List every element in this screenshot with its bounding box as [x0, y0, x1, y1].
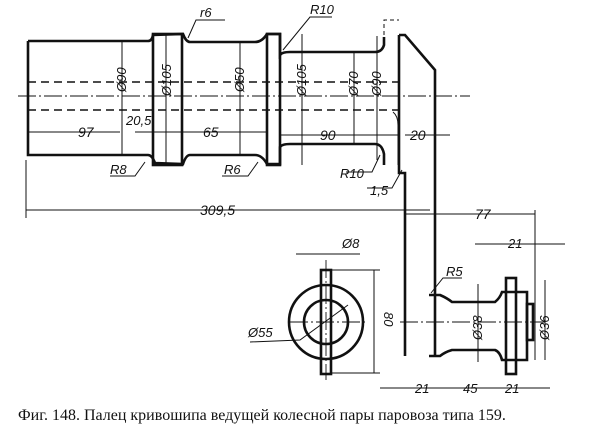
label-80: 80: [381, 312, 396, 327]
right-collar: [265, 32, 282, 167]
side-view: Ø8 Ø55 80: [247, 236, 396, 380]
leader-r8: [110, 161, 146, 177]
label-r5: R5: [446, 264, 463, 279]
label-d36: Ø36: [537, 315, 552, 341]
label-r10-bottom: R10: [340, 166, 365, 181]
leader-r10-top: [282, 16, 332, 51]
label-d38: Ø38: [470, 315, 485, 341]
label-20-5: 20,5: [125, 113, 152, 128]
figure-caption: Фиг. 148. Палец кривошипа ведущей колесн…: [18, 407, 506, 424]
shaft-outline: [26, 32, 386, 166]
label-21-bottom: 21: [504, 381, 519, 396]
leader-r6: [222, 161, 259, 177]
label-309-5: 309,5: [200, 202, 235, 218]
label-90: 90: [320, 127, 336, 143]
label-d105: Ø105: [159, 63, 174, 97]
label-77: 77: [475, 206, 492, 222]
label-d8: Ø8: [341, 236, 360, 251]
label-d50: Ø50: [232, 67, 247, 93]
leader-r5: [430, 277, 462, 294]
label-r8: R8: [110, 162, 127, 177]
label-21-top: 21: [507, 236, 522, 251]
label-d55: Ø55: [247, 325, 273, 340]
leader-r10-bottom: [346, 154, 381, 173]
label-r6: R6: [224, 162, 241, 177]
leader-1-5: [367, 169, 403, 189]
label-20: 20: [409, 127, 426, 143]
label-65: 65: [203, 124, 219, 140]
label-d70: Ø70: [346, 71, 361, 97]
label-97: 97: [78, 124, 95, 140]
web-fillet: [392, 111, 399, 165]
label-r16: r6: [200, 5, 212, 20]
main-view: r6 R10 R8 R6 R10 1,5 Ø90 Ø105 Ø50 Ø105 Ø…: [18, 2, 470, 356]
label-fillet-1-5: 1,5: [370, 183, 389, 198]
label-d105-right: Ø105: [294, 63, 309, 97]
leader-d55: [249, 304, 349, 343]
label-d90-right: Ø90: [369, 71, 384, 97]
web-hidden-edge: [383, 19, 399, 35]
label-45: 45: [463, 381, 478, 396]
end-view: R5 77 21 Ø38 Ø36 21 45 21: [380, 206, 565, 396]
label-d90-left: Ø90: [114, 67, 129, 93]
leader-r16: [187, 19, 225, 39]
stub-pin: [504, 276, 518, 376]
crank-web: [397, 33, 437, 356]
collar: [151, 32, 184, 167]
label-21-left: 21: [414, 381, 429, 396]
label-r10-top: R10: [310, 2, 335, 17]
